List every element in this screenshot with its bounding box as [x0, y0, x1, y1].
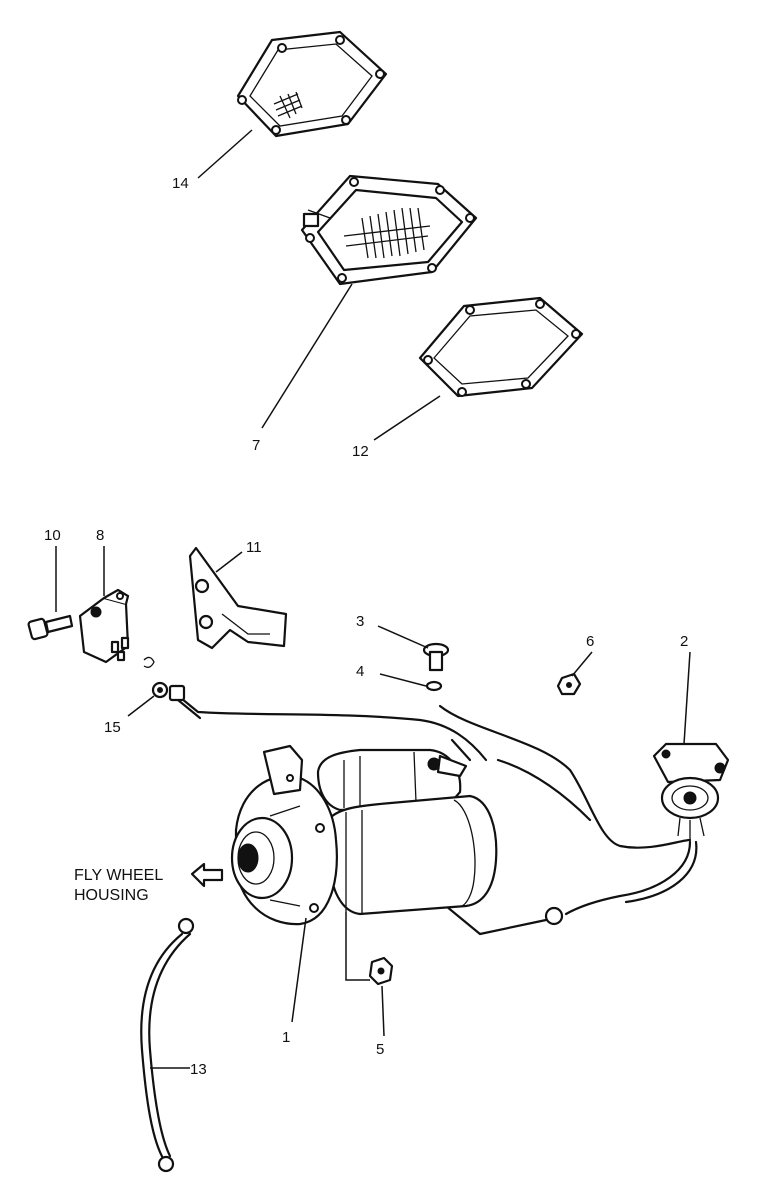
bracket-11	[188, 546, 288, 650]
callout-5: 5	[376, 1041, 384, 1058]
nut-5	[368, 956, 394, 986]
nut-15	[143, 656, 169, 699]
callout-13: 13	[190, 1061, 207, 1078]
callout-7: 7	[252, 437, 260, 454]
part-7-heater	[300, 174, 478, 286]
wiring-harness	[168, 684, 698, 936]
callout-8: 8	[96, 527, 104, 544]
callout-10: 10	[44, 527, 61, 544]
callout-14: 14	[172, 175, 189, 192]
nut-6	[556, 672, 582, 696]
callout-2: 2	[680, 633, 688, 650]
callout-1: 1	[282, 1029, 290, 1046]
callout-4: 4	[356, 663, 364, 680]
note-line2: HOUSING	[74, 887, 149, 904]
callout-6: 6	[586, 633, 594, 650]
bolt-3	[422, 642, 450, 672]
solenoid-2	[652, 742, 730, 840]
gasket-12	[418, 296, 584, 398]
note-line1: FLY WHEEL	[74, 867, 163, 884]
callout-12: 12	[352, 443, 369, 460]
callout-15: 15	[104, 719, 121, 736]
arrow-left-icon	[190, 862, 224, 888]
washer-4	[425, 680, 443, 692]
callout-3: 3	[356, 613, 364, 630]
starter-motor-1	[230, 744, 498, 926]
cable-13	[140, 917, 195, 1173]
callout-11: 11	[246, 539, 262, 556]
relay-8	[78, 588, 130, 664]
bolt-10	[27, 614, 74, 641]
gasket-14	[236, 30, 388, 138]
